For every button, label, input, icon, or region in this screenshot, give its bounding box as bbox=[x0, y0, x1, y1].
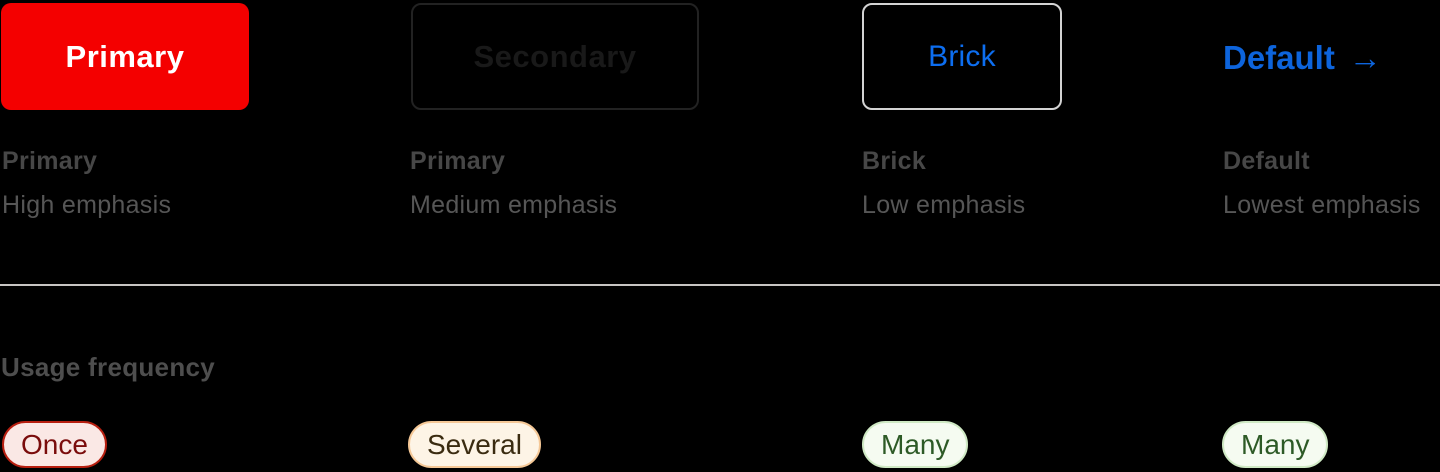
usage-tag-several: Several bbox=[408, 421, 541, 468]
usage-frequency-heading: Usage frequency bbox=[1, 352, 216, 382]
variant-subtitle-primary: High emphasis bbox=[2, 191, 172, 219]
default-link-button[interactable]: Default → bbox=[1223, 39, 1382, 77]
variant-subtitle-brick: Low emphasis bbox=[862, 191, 1026, 219]
section-divider bbox=[0, 284, 1440, 286]
usage-tag-many-default: Many bbox=[1222, 421, 1329, 468]
arrow-right-icon: → bbox=[1348, 39, 1382, 76]
brick-button[interactable]: Brick bbox=[862, 3, 1062, 110]
variant-title-primary: Primary bbox=[2, 147, 98, 175]
usage-tag-once: Once bbox=[2, 421, 107, 468]
default-link-label: Default bbox=[1223, 39, 1335, 76]
variant-title-secondary: Primary bbox=[410, 147, 506, 175]
usage-tag-many-brick: Many bbox=[862, 421, 969, 468]
variant-title-default: Default bbox=[1223, 147, 1310, 175]
secondary-button[interactable]: Secondary bbox=[411, 3, 699, 110]
variant-title-brick: Brick bbox=[862, 147, 927, 175]
variant-subtitle-default: Lowest emphasis bbox=[1223, 191, 1421, 219]
primary-button[interactable]: Primary bbox=[1, 3, 249, 110]
variant-subtitle-secondary: Medium emphasis bbox=[410, 191, 618, 219]
